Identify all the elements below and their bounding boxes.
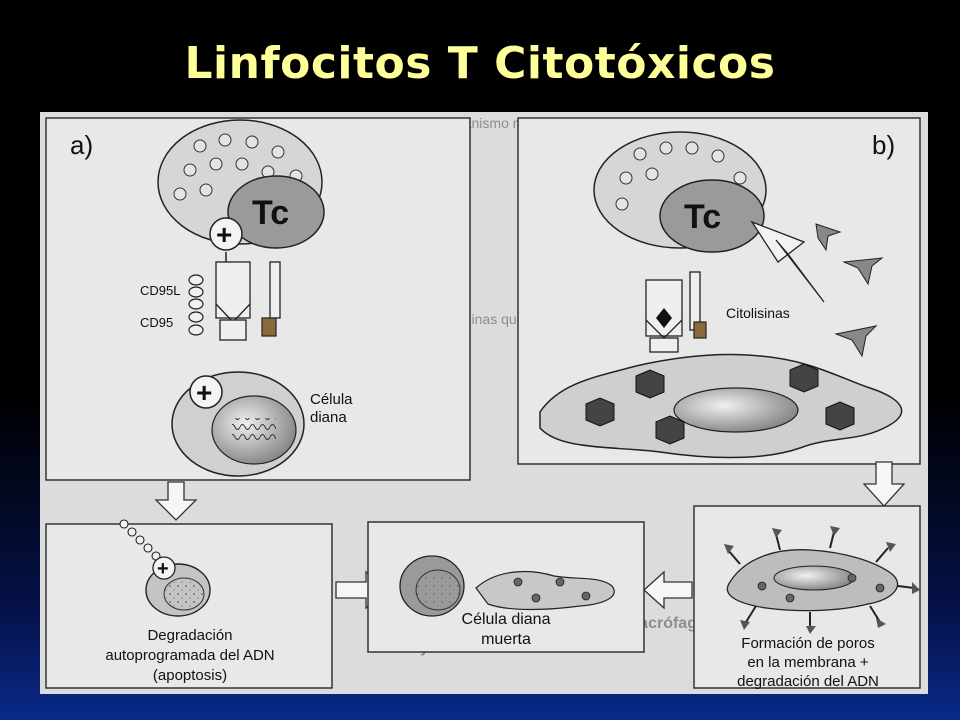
plus-circle-target	[189, 375, 223, 409]
apoptosis-plus: +	[157, 558, 169, 580]
cd95-ligand-receptor: CD95L CD95	[140, 261, 281, 341]
plus-sign-target: +	[196, 377, 212, 408]
target-cell-a: + Célula diana	[171, 371, 353, 477]
panel-b: b) Tc Citolisinas	[517, 117, 921, 465]
target-label-line1: Célula	[310, 391, 353, 408]
plus-circle-a	[209, 217, 243, 251]
tc-cell-a: Tc +	[157, 119, 325, 251]
cytolysin-label: Citolisinas	[726, 305, 790, 321]
dead-cell-line2: muerta	[481, 631, 531, 648]
tc-nucleus-b	[659, 179, 765, 253]
tc-nucleus-a	[227, 175, 325, 249]
pore-line2: en la membrana +	[747, 654, 869, 671]
panel-a-letter: a)	[70, 130, 93, 160]
dead-cell-line1: Célula diana	[462, 611, 551, 628]
target-label-line2: diana	[310, 409, 347, 426]
cytolysins: Citolisinas	[726, 220, 884, 358]
slide-title: Linfocitos T Citotóxicos	[184, 38, 776, 89]
apoptosis-line3: (apoptosis)	[153, 667, 227, 684]
cd95l-label: CD95L	[140, 283, 180, 298]
pore-line1: Formación de poros	[741, 635, 874, 652]
cd95-label: CD95	[140, 315, 173, 330]
target-nucleus-b	[673, 387, 799, 433]
figure-svg: Pero éste es el mecanismo más importante…	[45, 115, 921, 690]
pore-line3: degradación del ADN	[737, 673, 879, 690]
apoptosis-panel: + Degradación autoprogramada del ADN (ap…	[45, 519, 333, 689]
tc-cell-b: Tc	[593, 131, 767, 253]
apoptosis-line2: autoprogramada del ADN	[105, 647, 274, 664]
dead-cell-panel: Célula diana muerta	[367, 521, 645, 653]
target-cell-b	[539, 353, 903, 459]
cytotoxic-t-cell-figure: Pero éste es el mecanismo más importante…	[40, 112, 928, 694]
granules-b	[615, 141, 747, 211]
viral-particles	[585, 363, 855, 445]
panel-b-letter: b)	[872, 130, 895, 160]
tc-label-a: Tc	[252, 194, 289, 232]
tc-label-b: Tc	[684, 198, 721, 236]
plus-sign-a: +	[216, 219, 232, 250]
panel-a: a) Tc +	[45, 117, 471, 481]
dna-coil-a	[232, 418, 276, 442]
apoptosis-line1: Degradación	[147, 627, 232, 644]
pore-formation-panel: Formación de poros en la membrana + degr…	[693, 505, 921, 690]
